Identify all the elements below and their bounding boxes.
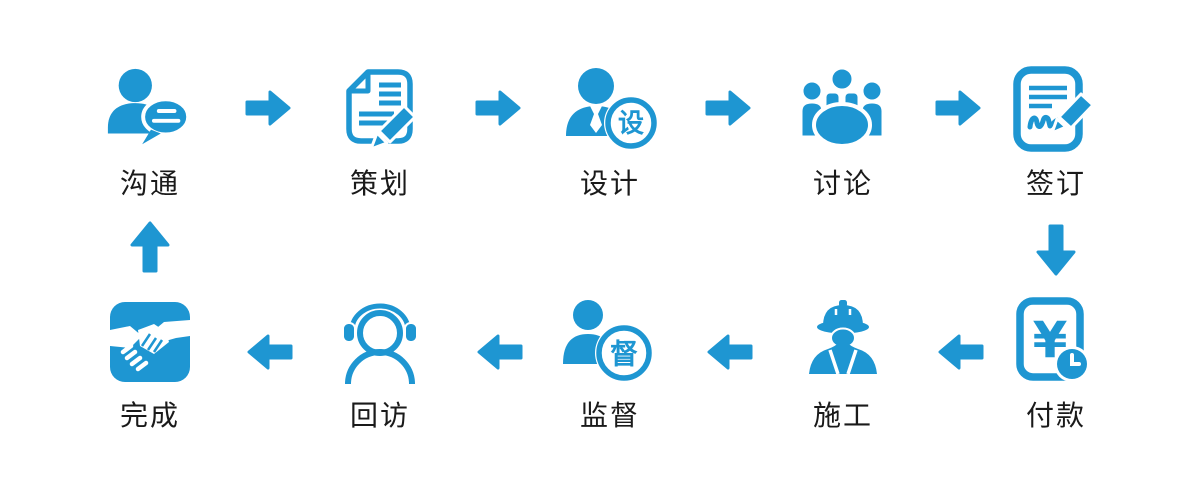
contract-sign-icon — [971, 60, 1141, 160]
supervisor-person-badge-icon: 督 — [525, 292, 695, 392]
designer-person-badge-icon: 设 — [525, 60, 695, 160]
meeting-table-icon — [758, 60, 928, 160]
step-label: 完成 — [119, 399, 180, 432]
step-planning: 策划 — [295, 60, 465, 199]
person-chat-icon — [65, 60, 235, 160]
construction-worker-icon — [758, 292, 928, 392]
step-label: 监督 — [579, 399, 640, 432]
step-label: 设计 — [579, 167, 640, 200]
step-discussion: 讨论 — [758, 60, 928, 199]
handshake-icon — [65, 292, 235, 392]
step-communicate: 沟通 — [65, 60, 235, 199]
step-signing: 签订 — [971, 60, 1141, 199]
arrow-down-icon — [1036, 224, 1076, 280]
arrow-left-icon — [247, 332, 293, 376]
design-badge-char: 设 — [618, 109, 644, 139]
step-payment: ¥ 付款 — [971, 292, 1141, 431]
step-construction: 施工 — [758, 292, 928, 431]
headset-person-icon — [295, 292, 465, 392]
step-label: 回访 — [349, 399, 410, 432]
step-label: 付款 — [1025, 399, 1086, 432]
step-label: 施工 — [812, 399, 873, 432]
step-label: 签订 — [1025, 167, 1086, 200]
arrow-left-icon — [477, 332, 523, 376]
supervision-badge-char: 督 — [610, 338, 638, 371]
payment-clock-icon: ¥ — [971, 292, 1141, 392]
arrow-right-icon — [935, 88, 981, 132]
arrow-right-icon — [705, 88, 751, 132]
document-pencil-icon — [295, 60, 465, 160]
arrow-left-icon — [707, 332, 753, 376]
step-label: 沟通 — [119, 167, 180, 200]
step-follow-up: 回访 — [295, 292, 465, 431]
step-completion: 完成 — [65, 292, 235, 431]
arrow-up-icon — [130, 221, 170, 277]
step-design: 设 设计 — [525, 60, 695, 199]
step-label: 讨论 — [812, 167, 873, 200]
arrow-right-icon — [475, 88, 521, 132]
arrow-left-icon — [938, 332, 984, 376]
step-supervision: 督 监督 — [525, 292, 695, 431]
arrow-right-icon — [245, 88, 291, 132]
step-label: 策划 — [349, 167, 410, 200]
